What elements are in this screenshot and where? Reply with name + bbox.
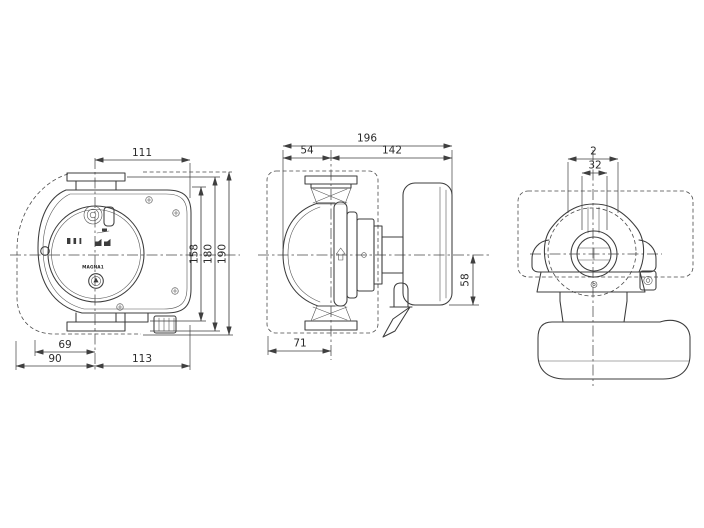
dim-front-foot-left: 69 [58,339,71,351]
motor-section [333,201,404,307]
end-view: 2 32 [517,146,694,386]
cable-gland [153,315,177,334]
dim-front-height-total: 190 [217,244,229,264]
top-knob-center [89,211,97,219]
bottom-knob-ring [91,276,101,286]
end-neck [559,291,628,323]
end-insulation-circle-dashed [547,207,637,297]
pump-mode-icon [104,238,111,246]
front-face-circle-inner [51,209,141,299]
front-face-circle [47,205,145,303]
end-insulation-box-dashed [517,190,694,278]
dim-side-below-axis: 58 [460,273,472,286]
shaft-center [361,252,367,258]
side-view: 196 54 142 58 71 [258,133,492,360]
front-side-clip [40,246,50,256]
side-bottom-flange [304,305,358,331]
top-knob-ring [86,208,100,222]
volute-outline [282,202,319,307]
front-pump-outline [37,189,192,314]
flow-arrow-icon [336,247,346,261]
dim-side-left-of-axis: 54 [300,145,314,157]
dim-front-base-right: 113 [132,353,152,365]
dim-front-top-width: 111 [132,147,152,159]
dim-front-height-mid: 180 [203,244,215,264]
front-screws [116,196,180,311]
dim-side-shell-left: 71 [293,338,306,350]
end-base-box [537,319,691,380]
front-dimensions: 111 158 180 190 69 90 113 [15,147,233,370]
clamp-latch [639,270,657,291]
end-dimensions: 2 32 [567,146,619,230]
bottom-knob-arrow-icon [93,277,99,283]
dim-side-total-length: 196 [357,133,377,145]
control-face: MAGNA1 [67,205,115,289]
volute-inner [287,206,321,303]
dim-end-bore: 32 [588,160,601,172]
top-knob-icon [83,205,103,225]
end-right-wing [638,239,657,273]
side-dimensions: 196 54 142 58 71 [267,133,479,355]
indicator-bar-2 [73,238,77,244]
side-insulation-shell-dashed [266,170,379,334]
slider-handle-icon [102,228,107,232]
front-insulation-shell-dashed [16,173,141,335]
dim-end-thread: 2 [590,146,597,158]
front-pump-outline-inner [42,193,188,310]
indicator-bar-3 [79,238,82,244]
dim-side-right-of-axis: 142 [382,145,402,157]
end-head-dome [543,203,645,273]
display-window [103,206,115,227]
indicator-bars-icon [67,238,71,244]
brand-label: MAGNA1 [82,265,104,271]
end-left-wing [531,239,550,273]
cable-hook [382,306,411,338]
front-view: MAGNA1 111 158 180 190 69 90 [10,147,240,372]
front-top-clamp [66,172,126,191]
side-control-box [402,182,453,306]
side-top-flange [304,175,358,205]
end-port [570,230,618,278]
volute-edges [317,202,336,307]
dim-front-height-inner: 158 [189,244,201,264]
front-bottom-clamp [66,312,149,332]
dim-front-base-left: 90 [48,353,61,365]
bottom-knob-icon [88,273,104,289]
pump-mode-icon [95,238,102,246]
side-plug [382,282,413,338]
end-clamp-band [536,270,657,293]
end-top-ribs [587,206,600,234]
